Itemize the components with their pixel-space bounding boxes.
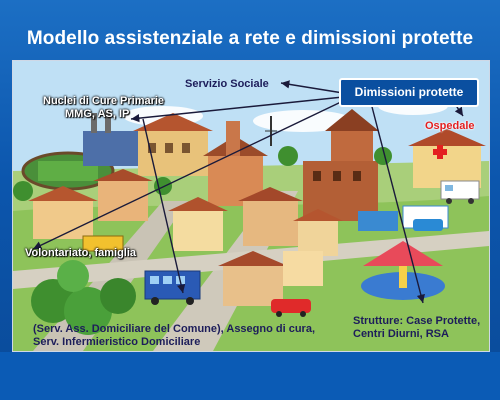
strutture-line-2: Centri Diurni, RSA (353, 328, 449, 340)
town-illustration-panel: Servizio Sociale Nuclei di Cure Primarie… (12, 60, 490, 352)
strutture-line-1: Strutture: Case Protette, (353, 315, 481, 327)
arrow-to-nuclei (130, 96, 344, 123)
town-illustration (13, 61, 489, 351)
nuclei-cure-primarie-label: Nuclei di Cure Primarie MMG, AS, IP (43, 95, 164, 121)
arrow-to-volontariato (32, 100, 344, 250)
nuclei-line-2: MMG, AS, IP (65, 108, 130, 120)
strutture-label: Strutture: Case Protette, Centri Diurni,… (353, 315, 480, 341)
servizio-sociale-label: Servizio Sociale (185, 78, 269, 90)
servizi-line-2: Serv. Infermieristico Domiciliare (33, 336, 201, 348)
bottom-bar (0, 352, 500, 400)
arrow-to-strutture (370, 102, 425, 304)
dimissioni-protette-callout: Dimissioni protette (339, 78, 479, 107)
ospedale-label: Ospedale (425, 120, 475, 132)
servizi-line-1: (Serv. Ass. Domiciliare del Comune), Ass… (33, 323, 316, 335)
slide-title: Modello assistenziale a rete e dimission… (26, 28, 474, 49)
arrow-to-servizi-domiciliari (142, 118, 186, 294)
servizi-domiciliari-label: (Serv. Ass. Domiciliare del Comune), Ass… (33, 323, 315, 349)
arrow-to-servizio-sociale (280, 80, 344, 94)
volontariato-label: Volontariato, famiglia (25, 247, 137, 259)
nuclei-line-1: Nuclei di Cure Primarie (43, 95, 165, 107)
